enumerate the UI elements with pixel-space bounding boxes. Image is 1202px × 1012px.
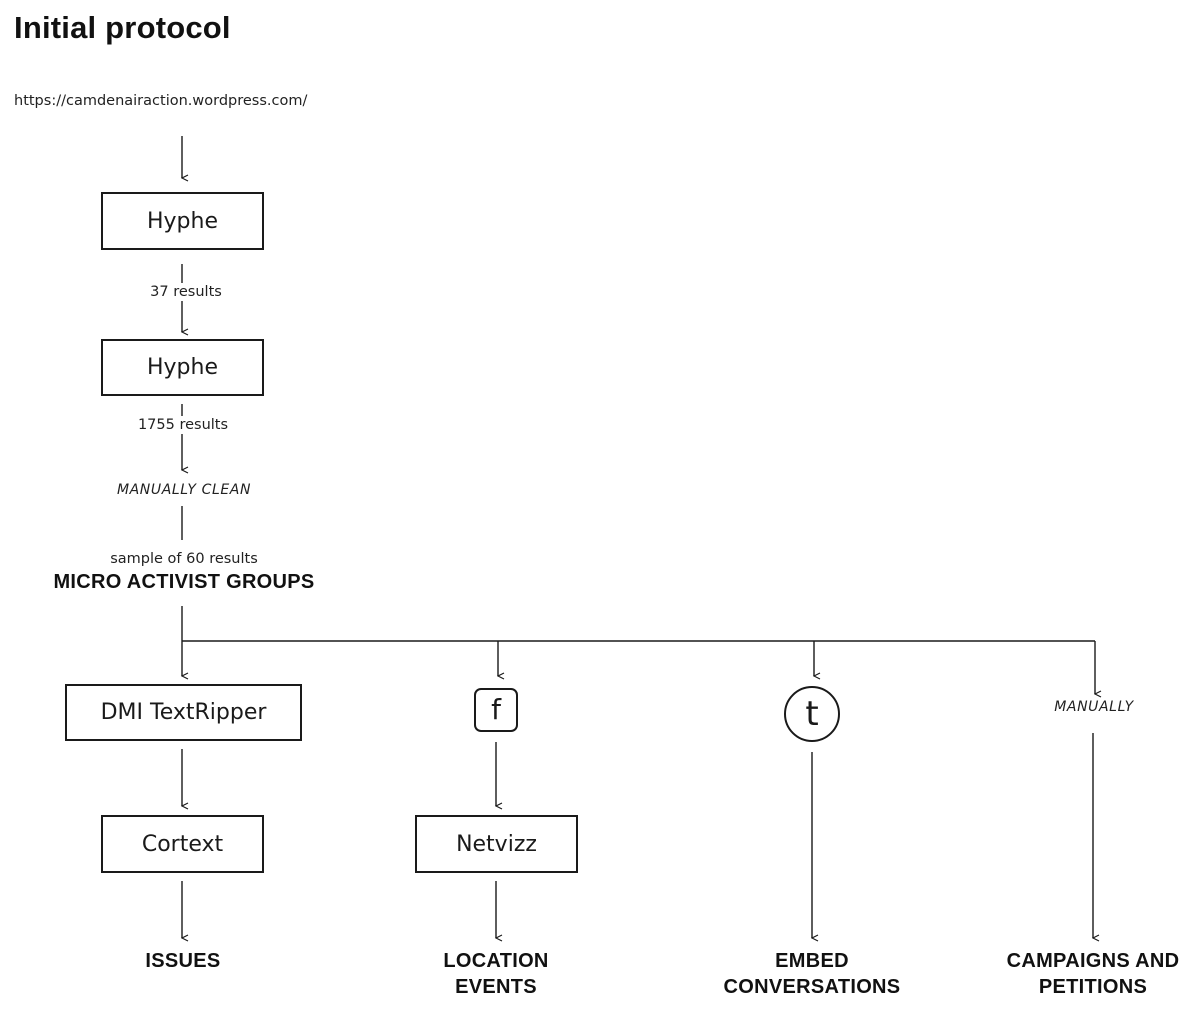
label-1755-results: 1755 results bbox=[134, 416, 232, 434]
outcome-location-events: LOCATION EVENTS bbox=[443, 948, 548, 1000]
outcome-campaigns-petitions-line-2: PETITIONS bbox=[1038, 976, 1148, 998]
facebook-icon: f bbox=[474, 688, 518, 732]
label-sample: sample of 60 results bbox=[107, 550, 261, 568]
source-url: https://camdenairaction.wordpress.com/ bbox=[14, 93, 308, 109]
label-manually: MANUALLY bbox=[1054, 699, 1134, 715]
outcome-campaigns-petitions-line-1: CAMPAIGNS AND bbox=[1006, 950, 1180, 972]
twitter-icon: t bbox=[784, 686, 840, 742]
outcome-issues: ISSUES bbox=[145, 948, 220, 974]
outcome-location-events-line-1: LOCATION bbox=[443, 950, 549, 972]
twitter-icon-glyph: t bbox=[805, 694, 819, 734]
outcome-location-events-line-2: EVENTS bbox=[455, 976, 537, 998]
outcome-campaigns-petitions: CAMPAIGNS AND PETITIONS bbox=[1007, 948, 1180, 1000]
node-netvizz: Netvizz bbox=[415, 815, 578, 873]
label-37-results: 37 results bbox=[147, 283, 225, 301]
node-hyphe-1: Hyphe bbox=[101, 192, 264, 250]
node-dmi-textripper: DMI TextRipper bbox=[65, 684, 302, 741]
label-manually-clean: MANUALLY CLEAN bbox=[116, 482, 252, 498]
outcome-embed-conversations-line-1: EMBED bbox=[775, 950, 849, 972]
outcome-embed-conversations-line-2: CONVERSATIONS bbox=[723, 976, 901, 998]
node-hyphe-2: Hyphe bbox=[101, 339, 264, 396]
page-title: Initial protocol bbox=[14, 10, 231, 45]
node-cortext: Cortext bbox=[101, 815, 264, 873]
outcome-issues-line-1: ISSUES bbox=[145, 950, 221, 972]
group-heading: MICRO ACTIVIST GROUPS bbox=[53, 571, 315, 593]
facebook-icon-glyph: f bbox=[491, 693, 501, 726]
outcome-embed-conversations: EMBED CONVERSATIONS bbox=[724, 948, 901, 1000]
